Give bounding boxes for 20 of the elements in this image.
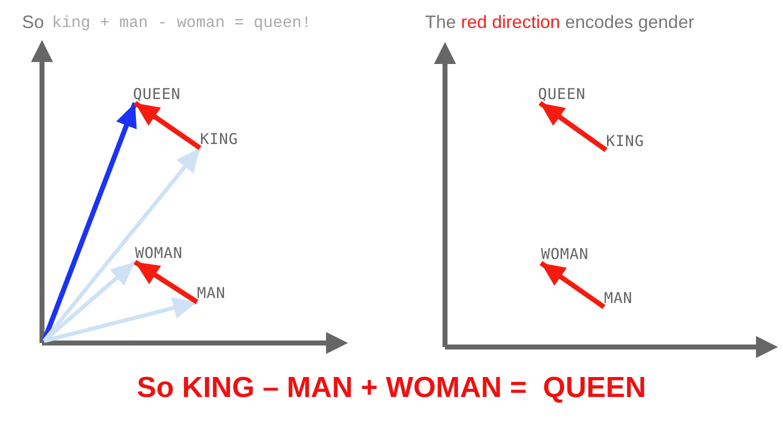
arrow <box>42 146 202 342</box>
panel-title: The red direction encodes gender <box>425 12 694 32</box>
arrow <box>134 100 202 150</box>
word-label: QUEEN <box>133 86 181 103</box>
word-label: WOMAN <box>135 245 183 262</box>
equation-text: king + man - woman = queen! <box>52 13 312 33</box>
word-label: MAN <box>197 285 226 302</box>
word-label: KING <box>200 131 238 148</box>
word-label: QUEEN <box>538 86 586 103</box>
arrow <box>44 297 198 343</box>
panel-title: So <box>22 12 44 32</box>
word-label: WOMAN <box>541 246 589 263</box>
word-label: KING <box>606 133 644 150</box>
word-label: MAN <box>604 290 633 307</box>
arrow <box>42 102 138 342</box>
arrow <box>540 260 606 310</box>
arrow <box>134 260 198 304</box>
caption: So KING – MAN + WOMAN = QUEEN <box>136 372 646 405</box>
arrow <box>42 260 136 343</box>
arrow <box>538 100 608 152</box>
